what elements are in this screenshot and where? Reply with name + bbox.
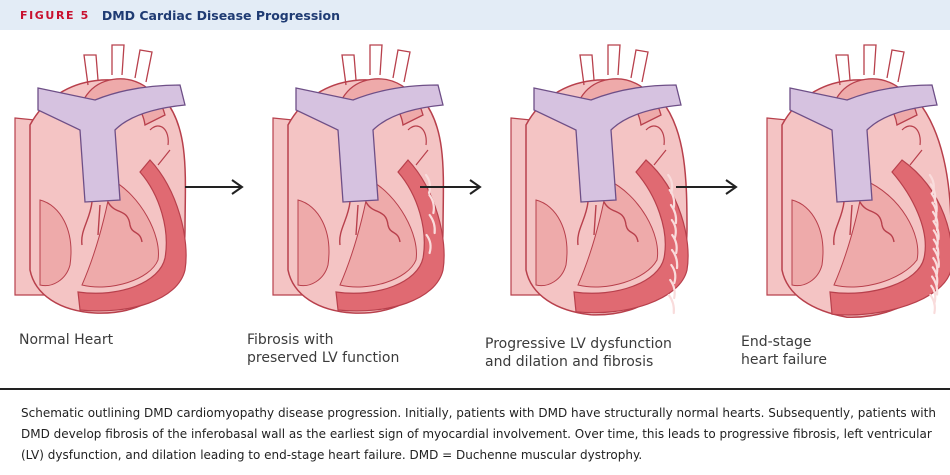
pulmonary-veins — [407, 125, 429, 166]
left-ventricle-wall — [573, 159, 689, 314]
left-ventricle-cavity — [833, 179, 919, 288]
fibrosis-region — [424, 173, 436, 255]
fibrosis-streak — [670, 263, 677, 285]
pulmonary-veins — [901, 125, 923, 166]
caption-divider — [0, 388, 950, 390]
progression-arrow-3 — [676, 179, 738, 195]
left-ventricle-wall — [335, 159, 445, 312]
fibrosis-streak — [932, 247, 940, 268]
pulmonary-artery — [37, 84, 186, 203]
pulmonary-artery — [295, 84, 444, 203]
arch-branches — [341, 44, 411, 86]
fibrosis-streak — [425, 233, 432, 255]
right-ventricle — [535, 199, 568, 287]
fibrosis-streak — [671, 233, 678, 255]
fibrosis-streak — [932, 220, 940, 241]
fibrosis-streak — [667, 293, 676, 315]
right-ventricle — [39, 199, 72, 287]
fibrosis-region — [667, 173, 679, 315]
fibrosis-streak — [424, 173, 432, 195]
coronary-vessels — [81, 201, 143, 246]
fibrosis-streak — [669, 278, 676, 300]
left-ventricle-wall — [829, 159, 950, 316]
fibrosis-streak — [670, 218, 677, 240]
fibrosis-streak — [428, 213, 436, 235]
arrow-head — [469, 179, 482, 195]
arch-branches — [83, 44, 153, 86]
left-ventricle-wall — [77, 159, 187, 312]
pulmonary-veins — [645, 125, 667, 166]
coronary-vessels — [833, 201, 895, 246]
heart-fibrosis — [272, 44, 445, 314]
fibrosis-streak — [669, 203, 678, 225]
heart-endstage — [766, 44, 950, 318]
progression-arrow-2 — [420, 179, 482, 195]
stage-label-fibrosis: Fibrosis with preserved LV function — [247, 332, 400, 366]
heart-normal — [14, 44, 187, 314]
left-ventricle-cavity — [339, 179, 417, 288]
stage-label-progressive: Progressive LV dysfunction and dilation … — [485, 336, 672, 370]
arrow-head — [231, 179, 244, 195]
heart-progression-diagram — [14, 44, 950, 318]
heart-progressive — [510, 44, 689, 316]
progression-arrow-1 — [185, 179, 244, 195]
pulmonary-artery — [533, 84, 682, 203]
pulmonary-veins — [149, 125, 171, 166]
coronary-vessels — [339, 201, 401, 246]
fibrosis-region — [928, 173, 940, 315]
figure-title: DMD Cardiac Disease Progression — [101, 7, 341, 23]
arch-branches — [835, 44, 905, 86]
figure-header: FIGURE 5 DMD Cardiac Disease Progression — [0, 0, 950, 30]
left-ventricle-cavity — [577, 179, 659, 288]
arrow-head — [725, 179, 738, 195]
left-ventricle-cavity — [81, 179, 159, 288]
fibrosis-streak — [929, 293, 936, 315]
fibrosis-streak — [428, 193, 435, 215]
fibrosis-streak — [670, 248, 679, 270]
pulmonary-artery — [789, 84, 938, 203]
figure-number: FIGURE 5 — [20, 8, 90, 22]
right-ventricle — [791, 199, 824, 287]
arch-branches — [579, 44, 649, 86]
right-ventricle — [297, 199, 330, 287]
fibrosis-streak — [930, 275, 939, 296]
figure-caption: Schematic outlining DMD cardiomyopathy d… — [21, 406, 936, 462]
stage-label-normal: Normal Heart — [19, 332, 114, 348]
coronary-vessels — [577, 201, 639, 246]
stage-label-endstage: End-stage heart failure — [741, 334, 827, 368]
fibrosis-streak — [668, 188, 676, 210]
